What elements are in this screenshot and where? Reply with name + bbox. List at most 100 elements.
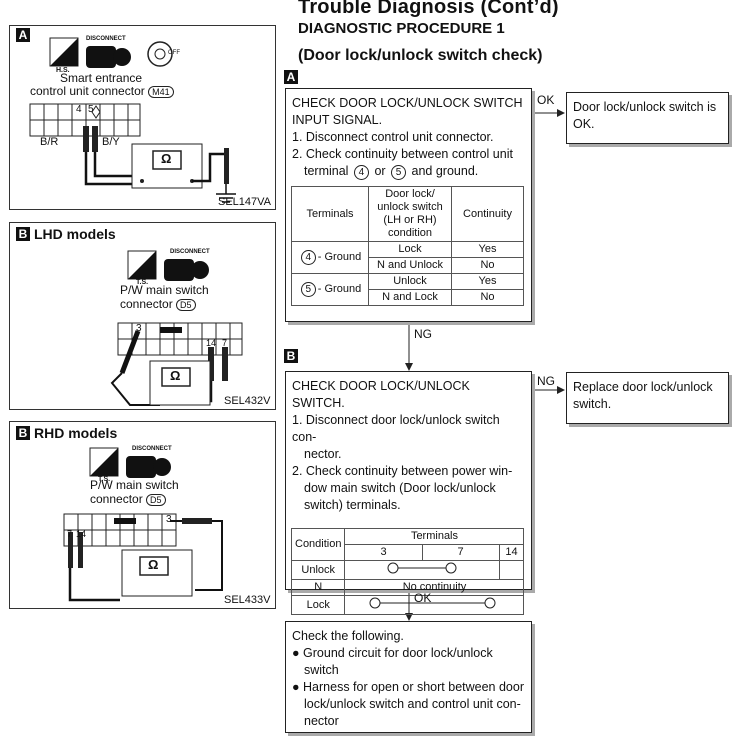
connector-label-line1: Smart entrance: [60, 71, 143, 85]
ok-label-1: OK: [537, 93, 555, 107]
step2-item2a: 2. Check continuity between power win-: [292, 464, 513, 478]
figure-ref: SEL433V: [224, 594, 271, 606]
connector-label-line1: P/W main switch: [90, 478, 179, 492]
terminal-cell: 5- Ground: [291, 273, 369, 306]
continuity-cell: No: [451, 289, 524, 306]
figure-ref: SEL147VA: [218, 196, 272, 208]
step1-item2b: terminal 4 or 5 and ground.: [304, 164, 479, 180]
ignition-key-icon: OFF: [168, 50, 180, 56]
continuity-cell: Yes: [451, 241, 524, 258]
panel-lhd: B LHD models T.S. DISCONNECT P/W main sw…: [9, 222, 276, 410]
ts-icon-label: T.S.: [98, 476, 111, 483]
list-item-cont: nector: [304, 714, 339, 728]
empty-cell: [498, 560, 525, 580]
marker-b: B: [16, 227, 30, 241]
terminal-3: 3: [166, 514, 172, 525]
figure-ref: SEL432V: [224, 395, 271, 407]
terminal-14: 14: [76, 529, 87, 539]
connector-id: M41: [148, 86, 174, 98]
ohm-icon: Ω: [148, 557, 159, 572]
terminal-3-header: 3: [344, 544, 423, 561]
terminal-7: 7: [222, 338, 228, 348]
connector-id: D5: [146, 494, 166, 506]
table-row: 4- Ground Lock Yes: [291, 241, 524, 274]
panel-heading: RHD models: [34, 425, 118, 441]
wire-color-1: B/R: [40, 136, 59, 148]
list-item: ● Harness for open or short between door: [292, 680, 524, 694]
table-row: N No continuity: [290, 579, 525, 596]
terminal-14-header: 14: [498, 544, 525, 561]
table-row: Condition Terminals: [290, 528, 525, 561]
continuity-3-7-icon: [387, 562, 457, 574]
table-row: 5- Ground Unlock Yes: [291, 273, 524, 306]
ohm-icon: Ω: [170, 368, 181, 383]
continuity-link: [344, 560, 500, 580]
terminal-3: 3: [136, 323, 142, 334]
flow-marker-a: A: [284, 70, 298, 84]
panel-a: A: [9, 25, 276, 210]
continuity-cell: No continuity: [344, 579, 525, 596]
panel-lhd-diagram: [110, 250, 243, 406]
condition-cell: N and Unlock: [368, 257, 452, 274]
wire-color-2: B/Y: [102, 136, 120, 148]
disconnect-icon: DISCONNECT: [170, 249, 210, 255]
table-row: Lock: [290, 595, 525, 615]
header-condition: Condition: [290, 528, 346, 561]
flow-marker-b: B: [284, 349, 298, 363]
procedure-subtitle: (Door lock/unlock switch check): [298, 47, 543, 64]
panel-a-diagram: [29, 37, 236, 203]
step3-heading: Check the following.: [292, 629, 404, 643]
panel-heading: LHD models: [34, 226, 116, 242]
terminal-cell: 4- Ground: [291, 241, 369, 274]
continuity-3-14-icon: [369, 597, 496, 609]
step2-item1b: nector.: [304, 447, 342, 461]
terminal-7-header: 7: [421, 544, 500, 561]
terminal-5: 5: [88, 104, 94, 115]
ng-label-1: NG: [414, 327, 432, 341]
step2-heading: CHECK DOOR LOCK/UNLOCK SWITCH.: [292, 379, 470, 410]
step1-heading2: INPUT SIGNAL.: [292, 113, 383, 127]
procedure-title: DIAGNOSTIC PROCEDURE 1: [298, 20, 505, 37]
terminal-7: 7: [67, 529, 73, 539]
terminal-5-circle: 5: [391, 165, 407, 180]
continuity-link: [344, 595, 525, 615]
condition-cell: Lock: [290, 595, 346, 615]
connector-label-line2: control unit connector M41: [30, 84, 174, 98]
terminal-4-circle: 4: [353, 165, 369, 180]
list-item-cont: lock/unlock switch and control unit con-: [304, 697, 521, 711]
panel-rhd: B RHD models T.S. DISCONNECT P/W main sw…: [9, 421, 276, 609]
hs-icon-label: H.S.: [56, 67, 70, 74]
condition-cell: N: [290, 579, 346, 596]
continuity-cell: No: [451, 257, 524, 274]
header-continuity: Continuity: [451, 186, 524, 242]
list-item: ● Ground circuit for door lock/unlock: [292, 646, 493, 660]
ng-result-box: Replace door lock/unlock switch.: [566, 372, 729, 424]
connector-label-line2: connector D5: [90, 492, 166, 506]
step1-item1: 1. Disconnect control unit connector.: [292, 130, 494, 144]
step2-table: Condition Terminals 3 7 14 Unlock N No c…: [290, 528, 525, 615]
step1-item2a: 2. Check continuity between control unit: [292, 147, 513, 161]
page-title: Trouble Diagnosis (Cont’d): [298, 0, 559, 18]
condition-cell: Unlock: [368, 273, 452, 290]
step3-box: Check the following. ● Ground circuit fo…: [285, 621, 532, 733]
header-condition: Door lock/ unlock switch (LH or RH) cond…: [368, 186, 452, 242]
disconnect-icon: DISCONNECT: [86, 36, 126, 42]
header-terminals: Terminals: [291, 186, 369, 242]
connector-label-line2: connector D5: [120, 297, 196, 311]
table-row: Unlock: [290, 560, 525, 580]
ts-icon-label: T.S.: [136, 279, 149, 286]
condition-cell: Unlock: [290, 560, 346, 580]
terminal-14: 14: [206, 338, 217, 348]
condition-cell: N and Lock: [368, 289, 452, 306]
step2-item1a: 1. Disconnect door lock/unlock switch co…: [292, 413, 500, 444]
panel-rhd-diagram: [63, 447, 223, 602]
header-terminals: Terminals: [344, 528, 525, 545]
list-item-cont: switch: [304, 663, 339, 677]
step2-item2b: dow main switch (Door lock/unlock: [304, 481, 496, 495]
step2-item2c: switch) terminals.: [304, 498, 401, 512]
terminal-4: 4: [76, 104, 82, 115]
step2-box: CHECK DOOR LOCK/UNLOCK SWITCH. 1. Discon…: [285, 371, 532, 615]
connector-label-line1: P/W main switch: [120, 283, 209, 297]
step1-table: Terminals Door lock/ unlock switch (LH o…: [291, 186, 524, 306]
ok-label-2: OK: [414, 591, 432, 605]
